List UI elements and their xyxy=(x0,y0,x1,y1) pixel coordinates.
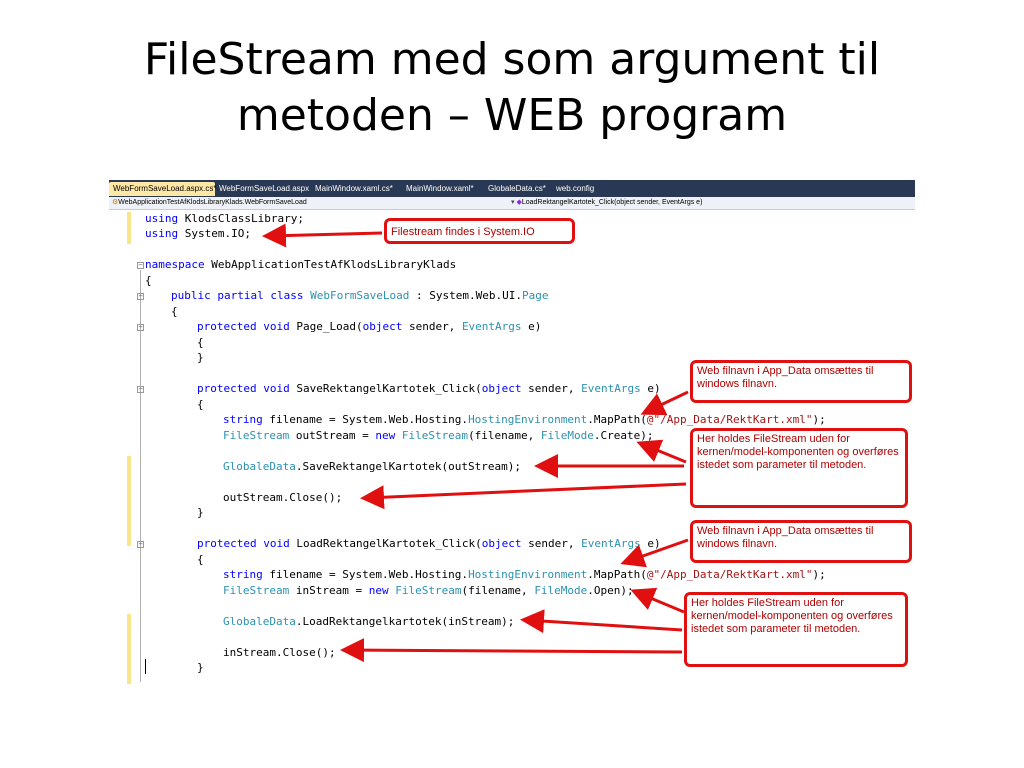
tab-webformsaveload-aspx[interactable]: WebFormSaveLoad.aspx xyxy=(219,184,310,193)
code-line: } xyxy=(197,661,204,674)
code-line: string filename = System.Web.Hosting.Hos… xyxy=(223,568,826,581)
member-selector-label: LoadRektangelKartotek_Click(object sende… xyxy=(521,199,703,206)
code-line: { xyxy=(197,553,204,566)
collapse-icon[interactable]: − xyxy=(137,540,144,548)
callout-web-filnavn-1: Web filnavn i App_Data omsættes til wind… xyxy=(690,360,912,403)
tab-web-config[interactable]: web.config xyxy=(556,184,595,193)
method-icon: ◆ xyxy=(516,199,522,206)
tab-globaledata-cs[interactable]: GlobaleData.cs* xyxy=(488,184,546,193)
tab-mainwindow-xaml[interactable]: MainWindow.xaml* xyxy=(406,184,474,193)
code-line: } xyxy=(197,506,204,519)
close-icon[interactable]: ✕ xyxy=(220,184,228,193)
callout-filestream-holdes-2: Her holdes FileStream uden for kernen/mo… xyxy=(684,592,908,667)
class-selector-dropdown[interactable]: ⚙WebApplicationTestAfKlodsLibraryKlads.W… xyxy=(112,198,307,208)
chevron-down-icon: ▾ xyxy=(511,199,517,206)
slide-title: FileStream med som argument til metoden … xyxy=(0,32,1024,144)
member-selector-dropdown[interactable]: ▾ ◆LoadRektangelKartotek_Click(object se… xyxy=(511,198,702,208)
tab-label: WebFormSaveLoad.aspx.cs* xyxy=(113,184,217,193)
change-marker xyxy=(127,212,131,244)
tab-mainwindow-xaml-cs[interactable]: MainWindow.xaml.cs* xyxy=(315,184,393,193)
code-line: using KlodsClassLibrary; xyxy=(145,212,304,225)
collapse-icon[interactable]: − xyxy=(137,385,144,393)
code-line: GlobaleData.LoadRektangelkartotek(inStre… xyxy=(223,615,515,628)
code-line: protected void Page_Load(object sender, … xyxy=(197,320,542,333)
code-line: { xyxy=(197,336,204,349)
change-marker xyxy=(127,456,131,546)
code-line: FileStream inStream = new FileStream(fil… xyxy=(223,584,634,597)
callout-system-io: Filestream findes i System.IO xyxy=(384,218,575,244)
code-line: namespace WebApplicationTestAfKlodsLibra… xyxy=(145,258,457,271)
callout-filestream-holdes-1: Her holdes FileStream uden for kernen/mo… xyxy=(690,428,908,508)
slide-title-line-1: FileStream med som argument til xyxy=(143,34,881,85)
slide-title-line-2: metoden – WEB program xyxy=(236,90,788,141)
code-line: FileStream outStream = new FileStream(fi… xyxy=(223,429,654,442)
collapse-icon[interactable]: − xyxy=(137,323,144,331)
code-line: { xyxy=(197,398,204,411)
code-line: outStream.Close(); xyxy=(223,491,343,504)
fold-guide xyxy=(140,270,141,682)
collapse-icon[interactable]: − xyxy=(137,292,144,300)
class-selector-label: WebApplicationTestAfKlodsLibraryKlads.We… xyxy=(118,199,307,206)
code-line: protected void LoadRektangelKartotek_Cli… xyxy=(197,537,661,550)
code-line: string filename = System.Web.Hosting.Hos… xyxy=(223,413,826,426)
code-line: using System.IO; xyxy=(145,227,251,240)
document-tab-bar: WebFormSaveLoad.aspx.cs*✕ WebFormSaveLoa… xyxy=(109,180,915,197)
change-marker xyxy=(127,614,131,684)
code-line: inStream.Close(); xyxy=(223,646,336,659)
code-line: { xyxy=(145,274,152,287)
code-line: public partial class WebFormSaveLoad : S… xyxy=(171,289,549,302)
code-line: } xyxy=(197,351,204,364)
code-navigation-bar: ⚙WebApplicationTestAfKlodsLibraryKlads.W… xyxy=(109,197,915,210)
code-line: protected void SaveRektangelKartotek_Cli… xyxy=(197,382,661,395)
tab-webformsaveload-aspx-cs[interactable]: WebFormSaveLoad.aspx.cs*✕ xyxy=(109,182,227,196)
code-line: GlobaleData.SaveRektangelKartotek(outStr… xyxy=(223,460,522,473)
collapse-icon[interactable]: − xyxy=(137,261,144,269)
class-icon: ⚙ xyxy=(112,199,119,206)
text-cursor xyxy=(145,659,146,674)
callout-web-filnavn-2: Web filnavn i App_Data omsættes til wind… xyxy=(690,520,912,563)
code-line: { xyxy=(171,305,178,318)
